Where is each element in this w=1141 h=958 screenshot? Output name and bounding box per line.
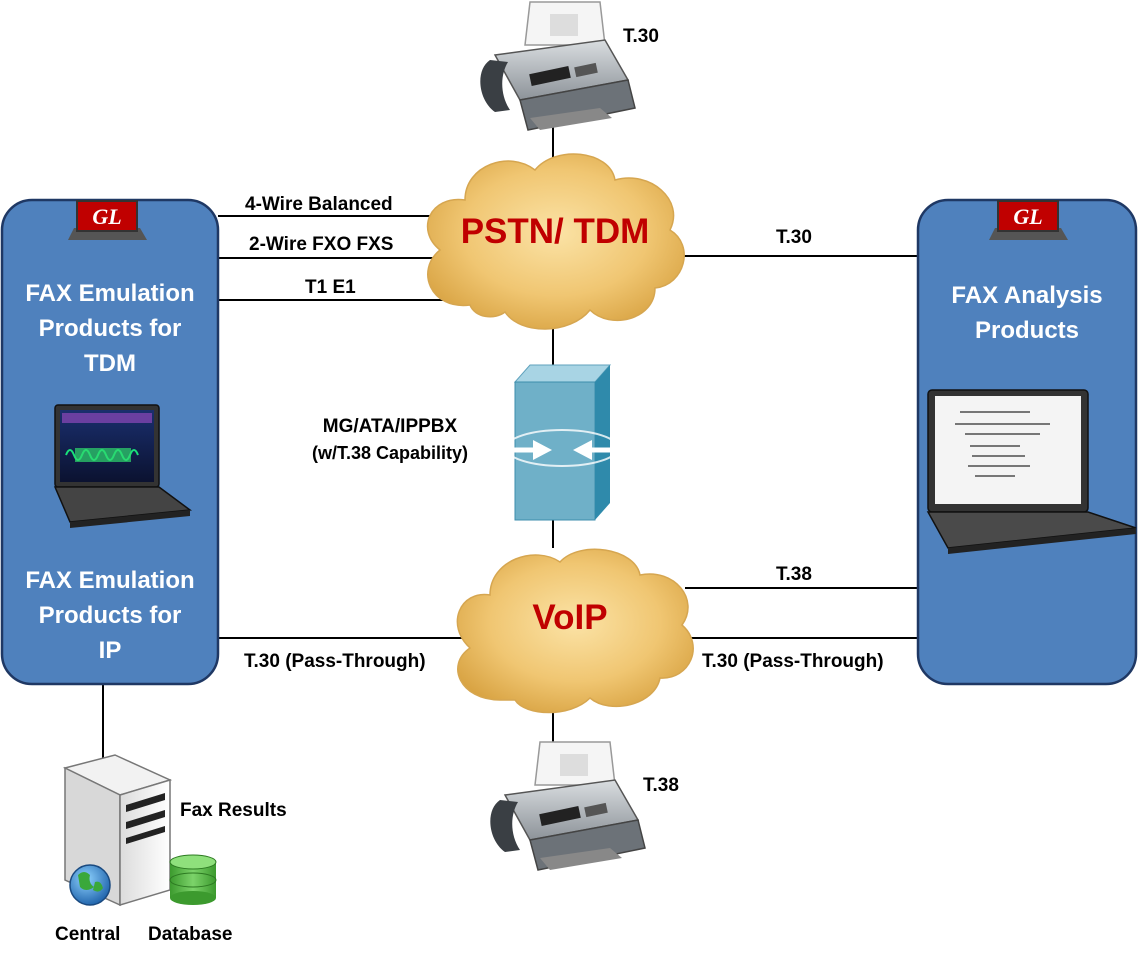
voip-cloud-label: VoIP (532, 598, 608, 637)
right-panel-title-line1: FAX Analysis (951, 282, 1103, 309)
left-panel-title-tdm: FAX Emulation Products for TDM (2, 276, 218, 381)
fax-top-label: T.30 (623, 26, 659, 47)
link-label-pstn-right: T.30 (776, 227, 812, 248)
laptop-emulation (53, 404, 193, 528)
link-label-2wire: 2-Wire FXO FXS (249, 234, 394, 255)
database-icon (169, 854, 217, 905)
pstn-cloud-label: PSTN/ TDM (460, 212, 650, 251)
fax-bottom-label: T.38 (643, 775, 679, 796)
link-label-voip-t38: T.38 (776, 564, 812, 585)
gateway-label-line1: MG/ATA/IPPBX (322, 416, 458, 437)
link-label-4wire: 4-Wire Balanced (245, 194, 393, 215)
pstn-cloud (426, 153, 685, 330)
left-panel-title-ip-line1: FAX Emulation (25, 567, 195, 594)
gl-logo-right: GL (989, 200, 1068, 240)
gl-logo-text: GL (92, 204, 121, 229)
server-database-label: Database (148, 924, 233, 945)
globe-icon (69, 864, 111, 906)
right-panel-title-line2: Products (974, 317, 1079, 344)
gl-logo-text: GL (1013, 204, 1042, 229)
fax-machine-top (480, 1, 636, 131)
left-panel-title-tdm-line1: FAX Emulation (25, 280, 195, 307)
gateway-switch (505, 364, 619, 521)
left-panel-title-ip: FAX Emulation Products for IP (2, 563, 218, 668)
left-panel: GL (0, 198, 220, 686)
gateway-label: MG/ATA/IPPBX (w/T.38 Capability) (290, 414, 490, 466)
left-panel-title-ip-line2: Products for (38, 602, 182, 629)
fax-machine-bottom (490, 741, 646, 871)
gateway-label-line2: (w/T.38 Capability) (311, 443, 469, 463)
left-panel-title-ip-line3: IP (98, 637, 122, 664)
right-panel-title: FAX Analysis Products (918, 278, 1136, 348)
server-central-label: Central (55, 924, 121, 945)
voip-cloud (456, 548, 694, 714)
right-panel: GL (916, 198, 1138, 686)
server-results-label: Fax Results (180, 800, 287, 821)
link-label-voip-left: T.30 (Pass-Through) (244, 651, 426, 672)
gl-logo-left: GL (68, 200, 147, 240)
link-label-t1e1: T1 E1 (305, 277, 356, 298)
laptop-analysis (926, 389, 1137, 554)
left-panel-title-tdm-line2: Products for (38, 315, 182, 342)
left-panel-title-tdm-line3: TDM (84, 350, 136, 377)
switch-arrows-icon (505, 429, 619, 467)
link-label-voip-right: T.30 (Pass-Through) (702, 651, 884, 672)
